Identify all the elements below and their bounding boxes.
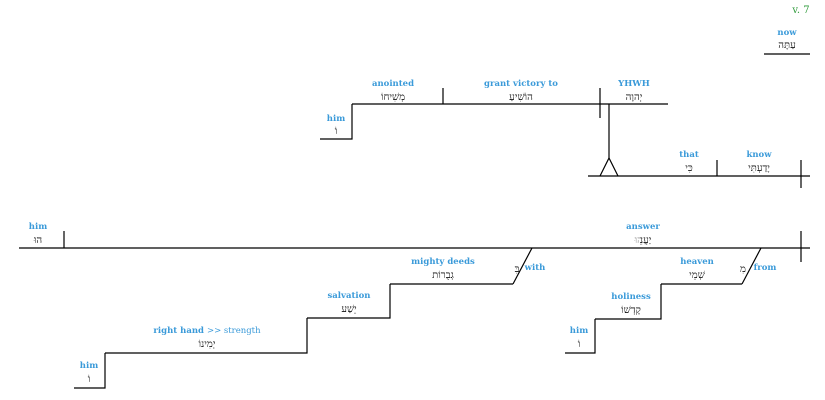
clause-i-know: that כִּי know יָדַעְתִּי [588,150,810,188]
holiness-owner-gloss: him [570,326,588,336]
mighty-deeds-hebrew: גְבֻרוֹת [432,270,454,281]
right-hand-gloss: right hand [153,326,204,336]
answer-hebrew: יַעֲנֵ [640,235,652,246]
now-hebrew: עַתָּה [778,40,796,51]
now-gloss: now [777,28,797,38]
verse-label: v. 7 [791,5,809,16]
with-slant [512,247,533,285]
right-hand-step [105,318,308,354]
that-hebrew: כִּי [685,163,693,174]
from-slant [741,247,762,285]
salvation-hebrew: יֵשַׁע [341,304,357,315]
clause2-stand-fork [599,156,619,177]
from-hebrew: מִ [740,264,746,275]
that-gloss: that [679,150,699,160]
anointed-owner-gloss: him [327,114,345,124]
mighty-deeds-gloss: mighty deeds [411,257,475,267]
anointed-gloss: anointed [372,79,414,89]
holiness-owner-hebrew: וֹ [578,339,581,350]
holiness-gloss: holiness [611,292,651,302]
heaven-gloss: heaven [680,257,714,267]
holiness-step [595,284,662,320]
right-hand-owner-step [74,353,106,389]
now-modifier: now עַתָּה [764,28,810,55]
right-hand-gloss-group: right hand>> strength [153,326,261,336]
salvation-gloss: salvation [328,291,371,301]
holiness-owner-step [565,319,596,354]
know-gloss: know [746,150,772,160]
right-hand-owner-gloss: him [80,361,98,371]
yhwh-gloss: YHWH [617,79,650,89]
know-hebrew: יָדַעְתִּי [748,163,770,174]
right-hand-hebrew: יְמִינוֹ [199,339,216,350]
answer-gloss: answer [626,222,660,232]
with-hebrew: בִּ [515,264,520,275]
right-hand-owner-hebrew: וֹ [88,374,91,385]
anointed-hebrew: מְשִׁיחוֹ [381,92,405,103]
answer-hebrew-group: יַעֲנֵהוּ [634,235,652,246]
anointed-owner-hebrew: וֹ [335,126,338,137]
yhwh-hebrew: יְהוָה [626,92,643,103]
anointed-owner-step [320,104,353,140]
right-hand-note: >> strength [207,326,261,336]
holiness-hebrew: קָדְשׁוֹ [621,305,641,316]
from-gloss: from [754,263,777,273]
clause-yhwh-saves: anointed מְשִׁיחוֹ grant victory to הוֹש… [320,79,668,177]
answer-suffix: הוּ [634,235,644,246]
clause-he-answers: him הוּ answer יַעֲנֵהוּ מִ from heaven … [19,222,810,389]
grant-victory-gloss: grant victory to [484,79,558,89]
clause3-object-gloss: him [29,222,47,232]
clause3-object-hebrew: הוּ [33,235,43,246]
grant-victory-hebrew: הוֹשִׁיעַ [509,92,533,103]
salvation-step [307,284,391,319]
heaven-hebrew: שְׁמֵי [689,270,705,281]
with-gloss: with [524,263,546,273]
